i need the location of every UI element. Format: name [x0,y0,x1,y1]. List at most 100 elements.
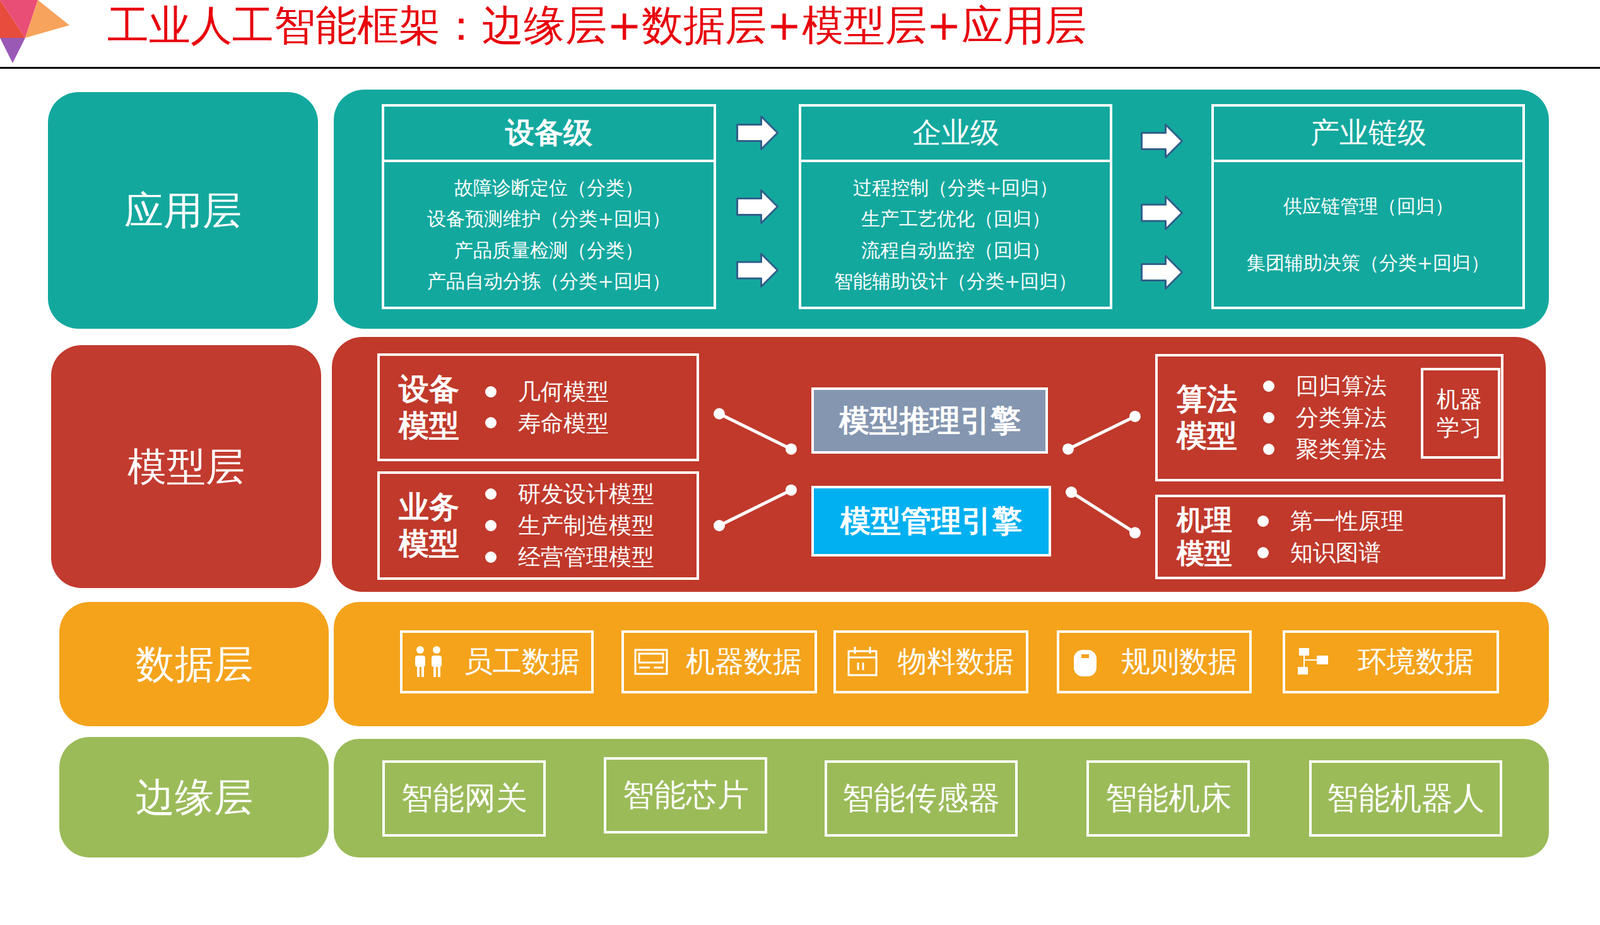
layer-panel [331,336,1546,592]
block-arrow [1141,196,1183,230]
engine-box: 模型管理引擎 [811,485,1052,557]
level-box: 企业级过程控制（分类+回归）生产工艺优化（回归）流程自动监控（回归）智能辅助设计… [798,104,1113,310]
item-text: 几何模型 [517,376,609,408]
layer-label: 应用层 [47,92,318,329]
bullet-dot [1257,515,1269,527]
material-icon [848,646,877,676]
box-text: 边缘层 [135,770,253,824]
model-item: 生产制造模型 [485,509,655,542]
model-item: 第一性原理 [1257,505,1404,537]
rule-icon [1073,649,1097,677]
block-arrow [737,190,778,224]
box-text: 智能网关 [401,777,528,820]
title-ornament [0,37,26,64]
bullet-dot [1263,411,1275,424]
level-box: 设备级故障诊断定位（分类）设备预测维护（分类+回归）产品质量检测（分类）产品自动… [381,104,717,310]
item-text: 生产制造模型 [517,509,655,542]
application-item: 故障诊断定位（分类） [454,172,644,204]
model-heading: 机理 模型 [1176,503,1235,571]
layer-label: 数据层 [59,601,329,727]
box-text: 智能传感器 [842,777,1000,820]
model-item: 知识图谱 [1257,536,1404,569]
level-header: 企业级 [801,106,1110,163]
model-box: 业务 模型研发设计模型生产制造模型经营管理模型 [377,471,700,580]
bullet-dot [1263,380,1275,392]
level-title: 产业链级 [1310,113,1427,153]
application-item: 产品自动分拣（分类+回归） [427,265,671,298]
connector-dot [713,408,725,420]
item-text: 知识图谱 [1290,536,1382,569]
item-text: 第一性原理 [1290,505,1404,537]
block-arrow [737,116,778,150]
model-item: 几何模型 [485,376,609,408]
bullet-dot [485,519,497,532]
connector-dot [785,484,797,496]
block-arrow [1141,124,1183,158]
item-text: 研发设计模型 [517,478,655,510]
model-item: 分类算法 [1263,401,1387,434]
connector-line [1071,492,1136,533]
connector-dot [785,443,797,455]
device-box: 智能机器人 [1309,760,1503,837]
bullet-dot [485,386,497,398]
box-text: 智能芯片 [622,774,749,817]
bullet-dot [485,551,497,563]
box-text: 物料数据 [897,642,1014,682]
sub-model-box: 机器 学习 [1420,367,1501,459]
model-box: 设备 模型 几何模型寿命模型 [377,353,700,462]
staff-icon [415,646,442,677]
bullet-dot [485,417,497,429]
bullet-dot [485,488,497,500]
device-box: 智能传感器 [824,760,1018,837]
model-list: 研发设计模型生产制造模型经营管理模型 [485,478,655,573]
model-item: 经营管理模型 [485,541,655,573]
connector-dot [1062,443,1074,455]
model-heading: 算法 模型 [1176,381,1241,454]
model-item: 寿命模型 [485,407,609,440]
connector-dot [713,519,725,532]
box-text: 机器 学习 [1436,384,1485,442]
model-list: 回归算法分类算法聚类算法 [1263,370,1387,465]
layer-label: 模型层 [51,345,322,589]
block-arrow [1141,256,1183,289]
application-item: 设备预测维护（分类+回归） [427,203,671,235]
box-text: 规则数据 [1121,642,1238,682]
model-heading: 设备 模型 [398,370,463,444]
title-ornament [0,0,26,38]
level-title: 设备级 [505,113,593,153]
item-text: 经营管理模型 [517,541,655,573]
block-arrow [737,253,778,287]
application-item: 集团辅助决策（分类+回归） [1246,247,1490,279]
data-box: 物料数据 [833,630,1029,694]
box-text: 模型层 [127,440,245,494]
connector-dot [1129,526,1141,539]
box-text: 环境数据 [1357,642,1474,682]
bullet-dot [1257,547,1269,559]
model-box: 算法 模型回归算法分类算法聚类算法机器 学习 [1155,353,1504,482]
item-text: 聚类算法 [1295,433,1387,465]
item-text: 回归算法 [1295,370,1387,402]
data-box: 环境数据 [1282,630,1500,694]
connector-line [719,490,792,526]
box-text: 模型管理引擎 [840,500,1023,542]
model-box: 机理 模型 第一性原理知识图谱 [1155,494,1506,580]
level-body: 供应链管理（回归）集团辅助决策（分类+回归） [1213,162,1523,307]
machine-icon [635,649,667,674]
device-box: 智能机床 [1086,760,1250,837]
model-heading: 业务 模型 [398,488,463,562]
level-header: 产业链级 [1213,106,1523,163]
title-rule [0,66,1600,69]
data-box: 机器数据 [621,630,818,694]
page-title: 工业人工智能框架：边缘层+数据层+模型层+应用层 [107,3,1199,48]
layer-label: 边缘层 [59,736,329,858]
level-title: 企业级 [912,113,1000,153]
level-header: 设备级 [384,106,714,163]
application-item: 流程自动监控（回归） [861,234,1051,267]
layer-panel [333,89,1549,329]
data-box: 规则数据 [1056,630,1252,694]
layer-panel [333,738,1549,858]
item-text: 分类算法 [1295,401,1387,434]
level-body: 故障诊断定位（分类）设备预测维护（分类+回归）产品质量检测（分类）产品自动分拣（… [384,162,714,307]
level-body: 过程控制（分类+回归）生产工艺优化（回归）流程自动监控（回归）智能辅助设计（分类… [801,162,1110,307]
